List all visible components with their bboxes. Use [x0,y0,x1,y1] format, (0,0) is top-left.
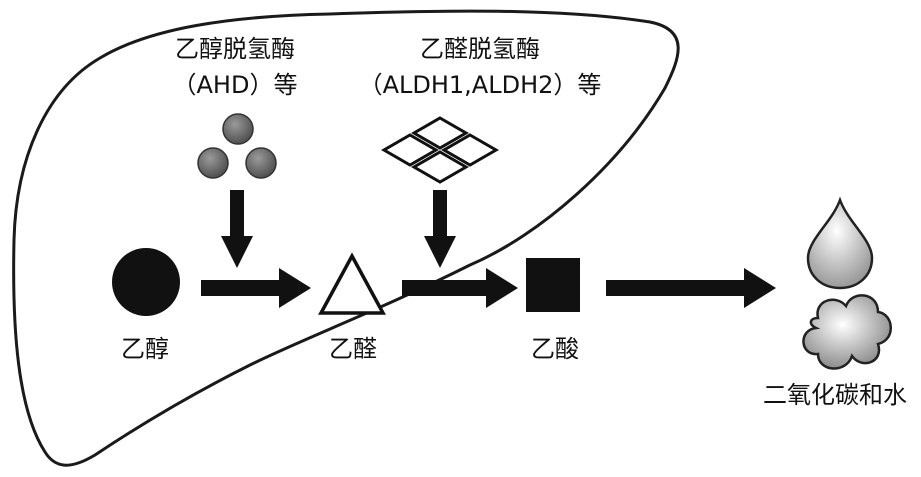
adh-down-arrow [221,190,253,268]
adh-enzyme-detail: （AHD）等 [172,71,298,99]
aldh-diamond [410,150,470,184]
arrow-ethanol-to-acetaldehyde [201,268,311,308]
ethanol-label: 乙醇 [121,335,169,363]
products-label: 二氧化碳和水 [763,381,907,409]
arrow-acetic-acid-to-products [606,268,776,308]
acetaldehyde-triangle-icon [318,252,386,315]
acetic-acid-label: 乙酸 [531,335,579,363]
adh-sphere [245,147,277,179]
ethanol-circle-icon [112,248,180,316]
aldh-enzyme-name: 乙醛脱氢酶 [420,35,540,63]
aldh-enzyme-detail: （ALDH1,ALDH2）等 [358,71,602,99]
aldh-diamond [380,133,440,167]
aldh-diamond [440,133,500,167]
aldh-down-arrow [424,190,456,268]
adh-sphere [222,113,254,145]
adh-enzyme-spheres [197,113,277,179]
arrow-acetaldehyde-to-acetic-acid [402,268,518,308]
carbon-dioxide-cloud-icon [802,294,892,370]
adh-sphere [197,147,229,179]
aldh-diamond [410,116,470,150]
acetaldehyde-label: 乙醛 [329,335,377,363]
adh-enzyme-name: 乙醇脱氢酶 [175,35,295,63]
aldh-enzyme-diamonds [380,116,500,184]
acetic-acid-square-icon [526,258,580,312]
water-drop-icon [806,196,874,290]
